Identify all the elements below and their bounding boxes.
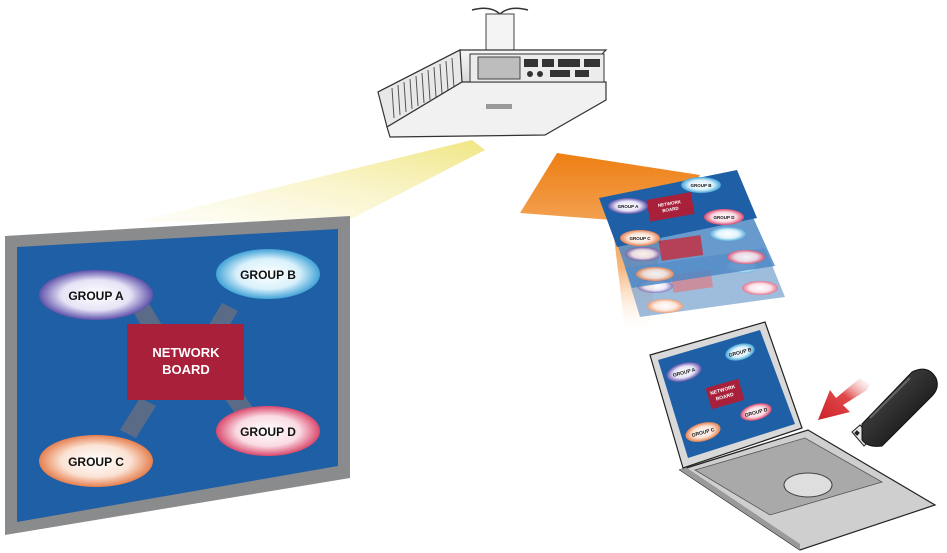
network-board-label: BOARD — [162, 362, 210, 377]
group-a-node: GROUP A — [39, 270, 153, 320]
projection-light-beam — [135, 140, 485, 222]
projection-screen: NETWORK BOARD GROUP A GROUP B GROUP C GR… — [5, 216, 350, 535]
thumbnail-board-label: BOARD — [662, 205, 680, 213]
svg-text:GROUP D: GROUP D — [714, 215, 736, 220]
insert-arrow-icon — [818, 378, 870, 420]
svg-text:GROUP A: GROUP A — [68, 289, 124, 303]
laptop-icon: NETWORK BOARD GROUP A GROUP B GROUP C GR… — [649, 321, 937, 551]
svg-text:GROUP D: GROUP D — [240, 425, 296, 439]
svg-text:GROUP C: GROUP C — [68, 455, 124, 469]
network-board-label: NETWORK — [152, 345, 220, 360]
svg-text:GROUP C: GROUP C — [630, 236, 652, 241]
thumbnail-board-label: NETWORK — [658, 199, 683, 208]
usb-drive-icon — [851, 368, 938, 447]
svg-text:GROUP B: GROUP B — [728, 347, 752, 359]
projector-icon — [377, 7, 608, 138]
touchpad — [783, 472, 833, 498]
svg-text:GROUP A: GROUP A — [672, 367, 696, 379]
slide-stack: NETWORK BOARD GROUP A GROUP B GROUP C GR… — [599, 170, 785, 317]
group-b-node: GROUP B — [216, 249, 320, 299]
network-board: NETWORK BOARD — [127, 324, 244, 400]
svg-text:GROUP A: GROUP A — [618, 204, 640, 209]
svg-text:GROUP D: GROUP D — [744, 407, 768, 419]
laptop-board-label: BOARD — [715, 392, 735, 403]
group-d-node: GROUP D — [216, 406, 320, 456]
svg-text:GROUP B: GROUP B — [240, 268, 296, 282]
svg-text:GROUP B: GROUP B — [691, 183, 713, 188]
svg-text:GROUP C: GROUP C — [691, 427, 715, 439]
group-c-node: GROUP C — [39, 435, 153, 487]
slide-thumbnail: NETWORK BOARD GROUP A GROUP B GROUP C GR… — [599, 170, 757, 247]
